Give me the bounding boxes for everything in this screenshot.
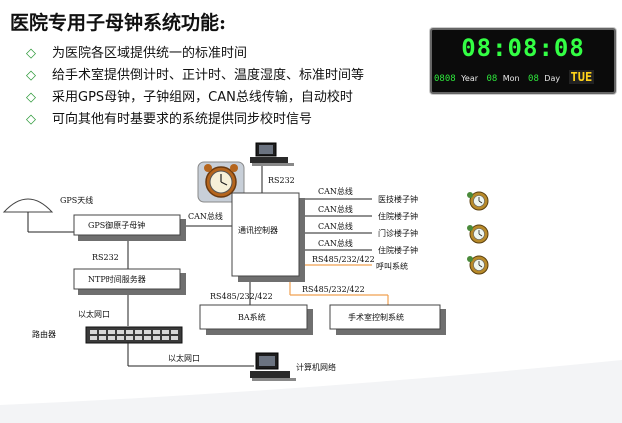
month-label: Mon <box>502 74 520 83</box>
router-label: 路由器 <box>32 329 56 339</box>
can-label-4: CAN总线 <box>318 238 353 248</box>
branch-label-2: 住院楼子钟 <box>378 211 418 221</box>
gps-antenna-label: GPS天线 <box>60 195 93 205</box>
month-value: 08 <box>486 74 498 84</box>
controller-box <box>231 192 300 277</box>
year-label: Year <box>461 74 479 83</box>
rs485-bottom-left-label: RS485/232/422 <box>210 292 273 301</box>
diamond-bullet-icon: ◇ <box>26 46 36 61</box>
ntp-server-box <box>73 268 181 290</box>
rs232-top-label: RS232 <box>268 176 295 185</box>
sub-clock-icon <box>467 191 489 211</box>
background-swoosh <box>0 360 622 423</box>
or-control-box <box>329 304 441 330</box>
rs232-label: RS232 <box>92 253 119 262</box>
alarm-clock-icon <box>197 161 245 203</box>
rs485-bottom-right-label: RS485/232/422 <box>302 285 365 294</box>
can-bus-label: CAN总线 <box>188 211 223 221</box>
day-label: Day <box>544 74 561 83</box>
rs485-right-label: RS485/232/422 <box>312 255 375 264</box>
clock-time: 08:08:08 <box>461 34 585 62</box>
list-item: ◇ 采用GPS母钟，子钟组网，CAN总线传输，自动校时 <box>26 88 364 110</box>
gps-master-clock-box <box>73 214 181 236</box>
computer-network-label: 计算机网络 <box>296 362 336 372</box>
ethernet-label-2: 以太网口 <box>168 353 200 363</box>
top-computer-icon <box>250 142 294 166</box>
page-title: 医院专用子母钟系统功能: <box>10 12 227 34</box>
feature-text: 可向其他有时基要求的系统提供同步校时信号 <box>52 112 313 127</box>
led-clock-display: 08:08:08 0808 Year 08 Mon 08 Day TUE <box>430 28 616 94</box>
branch-label-4: 住院楼子钟 <box>378 245 418 255</box>
feature-text: 给手术室提供倒计时、正计时、温度湿度、标准时间等 <box>52 68 365 83</box>
list-item: ◇ 可向其他有时基要求的系统提供同步校时信号 <box>26 110 364 132</box>
sub-clock-icon <box>467 224 489 244</box>
weekday: TUE <box>568 70 595 84</box>
ntp-server-label: NTP时间服务器 <box>88 274 146 284</box>
list-item: ◇ 为医院各区域提供统一的标准时间 <box>26 44 364 66</box>
gps-antenna-icon <box>2 198 54 232</box>
diamond-bullet-icon: ◇ <box>26 90 36 105</box>
clock-date-row: 0808 Year 08 Mon 08 Day TUE <box>434 70 610 84</box>
feature-list: ◇ 为医院各区域提供统一的标准时间 ◇ 给手术室提供倒计时、正计时、温度湿度、标准时… <box>26 44 364 132</box>
or-control-label: 手术室控制系统 <box>348 312 404 322</box>
can-label-2: CAN总线 <box>318 204 353 214</box>
gps-master-clock-label: GPS御原子母钟 <box>88 220 145 230</box>
controller-label: 通讯控制器 <box>238 225 278 235</box>
ba-system-box <box>199 304 308 330</box>
diamond-bullet-icon: ◇ <box>26 68 36 83</box>
ba-system-label: BA系统 <box>238 312 266 322</box>
can-label-3: CAN总线 <box>318 221 353 231</box>
can-label-1: CAN总线 <box>318 186 353 196</box>
year-value: 0808 <box>434 74 456 84</box>
computer-icon <box>250 352 296 381</box>
feature-text: 采用GPS母钟，子钟组网，CAN总线传输，自动校时 <box>52 90 353 105</box>
sub-clock-icon <box>467 255 489 275</box>
call-system-label: 呼叫系统 <box>376 261 408 271</box>
branch-label-3: 门诊楼子钟 <box>378 228 418 238</box>
branch-label-1: 医技楼子钟 <box>378 194 418 204</box>
list-item: ◇ 给手术室提供倒计时、正计时、温度湿度、标准时间等 <box>26 66 364 88</box>
diamond-bullet-icon: ◇ <box>26 112 36 127</box>
day-value: 08 <box>528 74 539 84</box>
router-icon <box>85 326 183 344</box>
feature-text: 为医院各区域提供统一的标准时间 <box>52 46 248 61</box>
ethernet-label-1: 以太网口 <box>78 309 110 319</box>
